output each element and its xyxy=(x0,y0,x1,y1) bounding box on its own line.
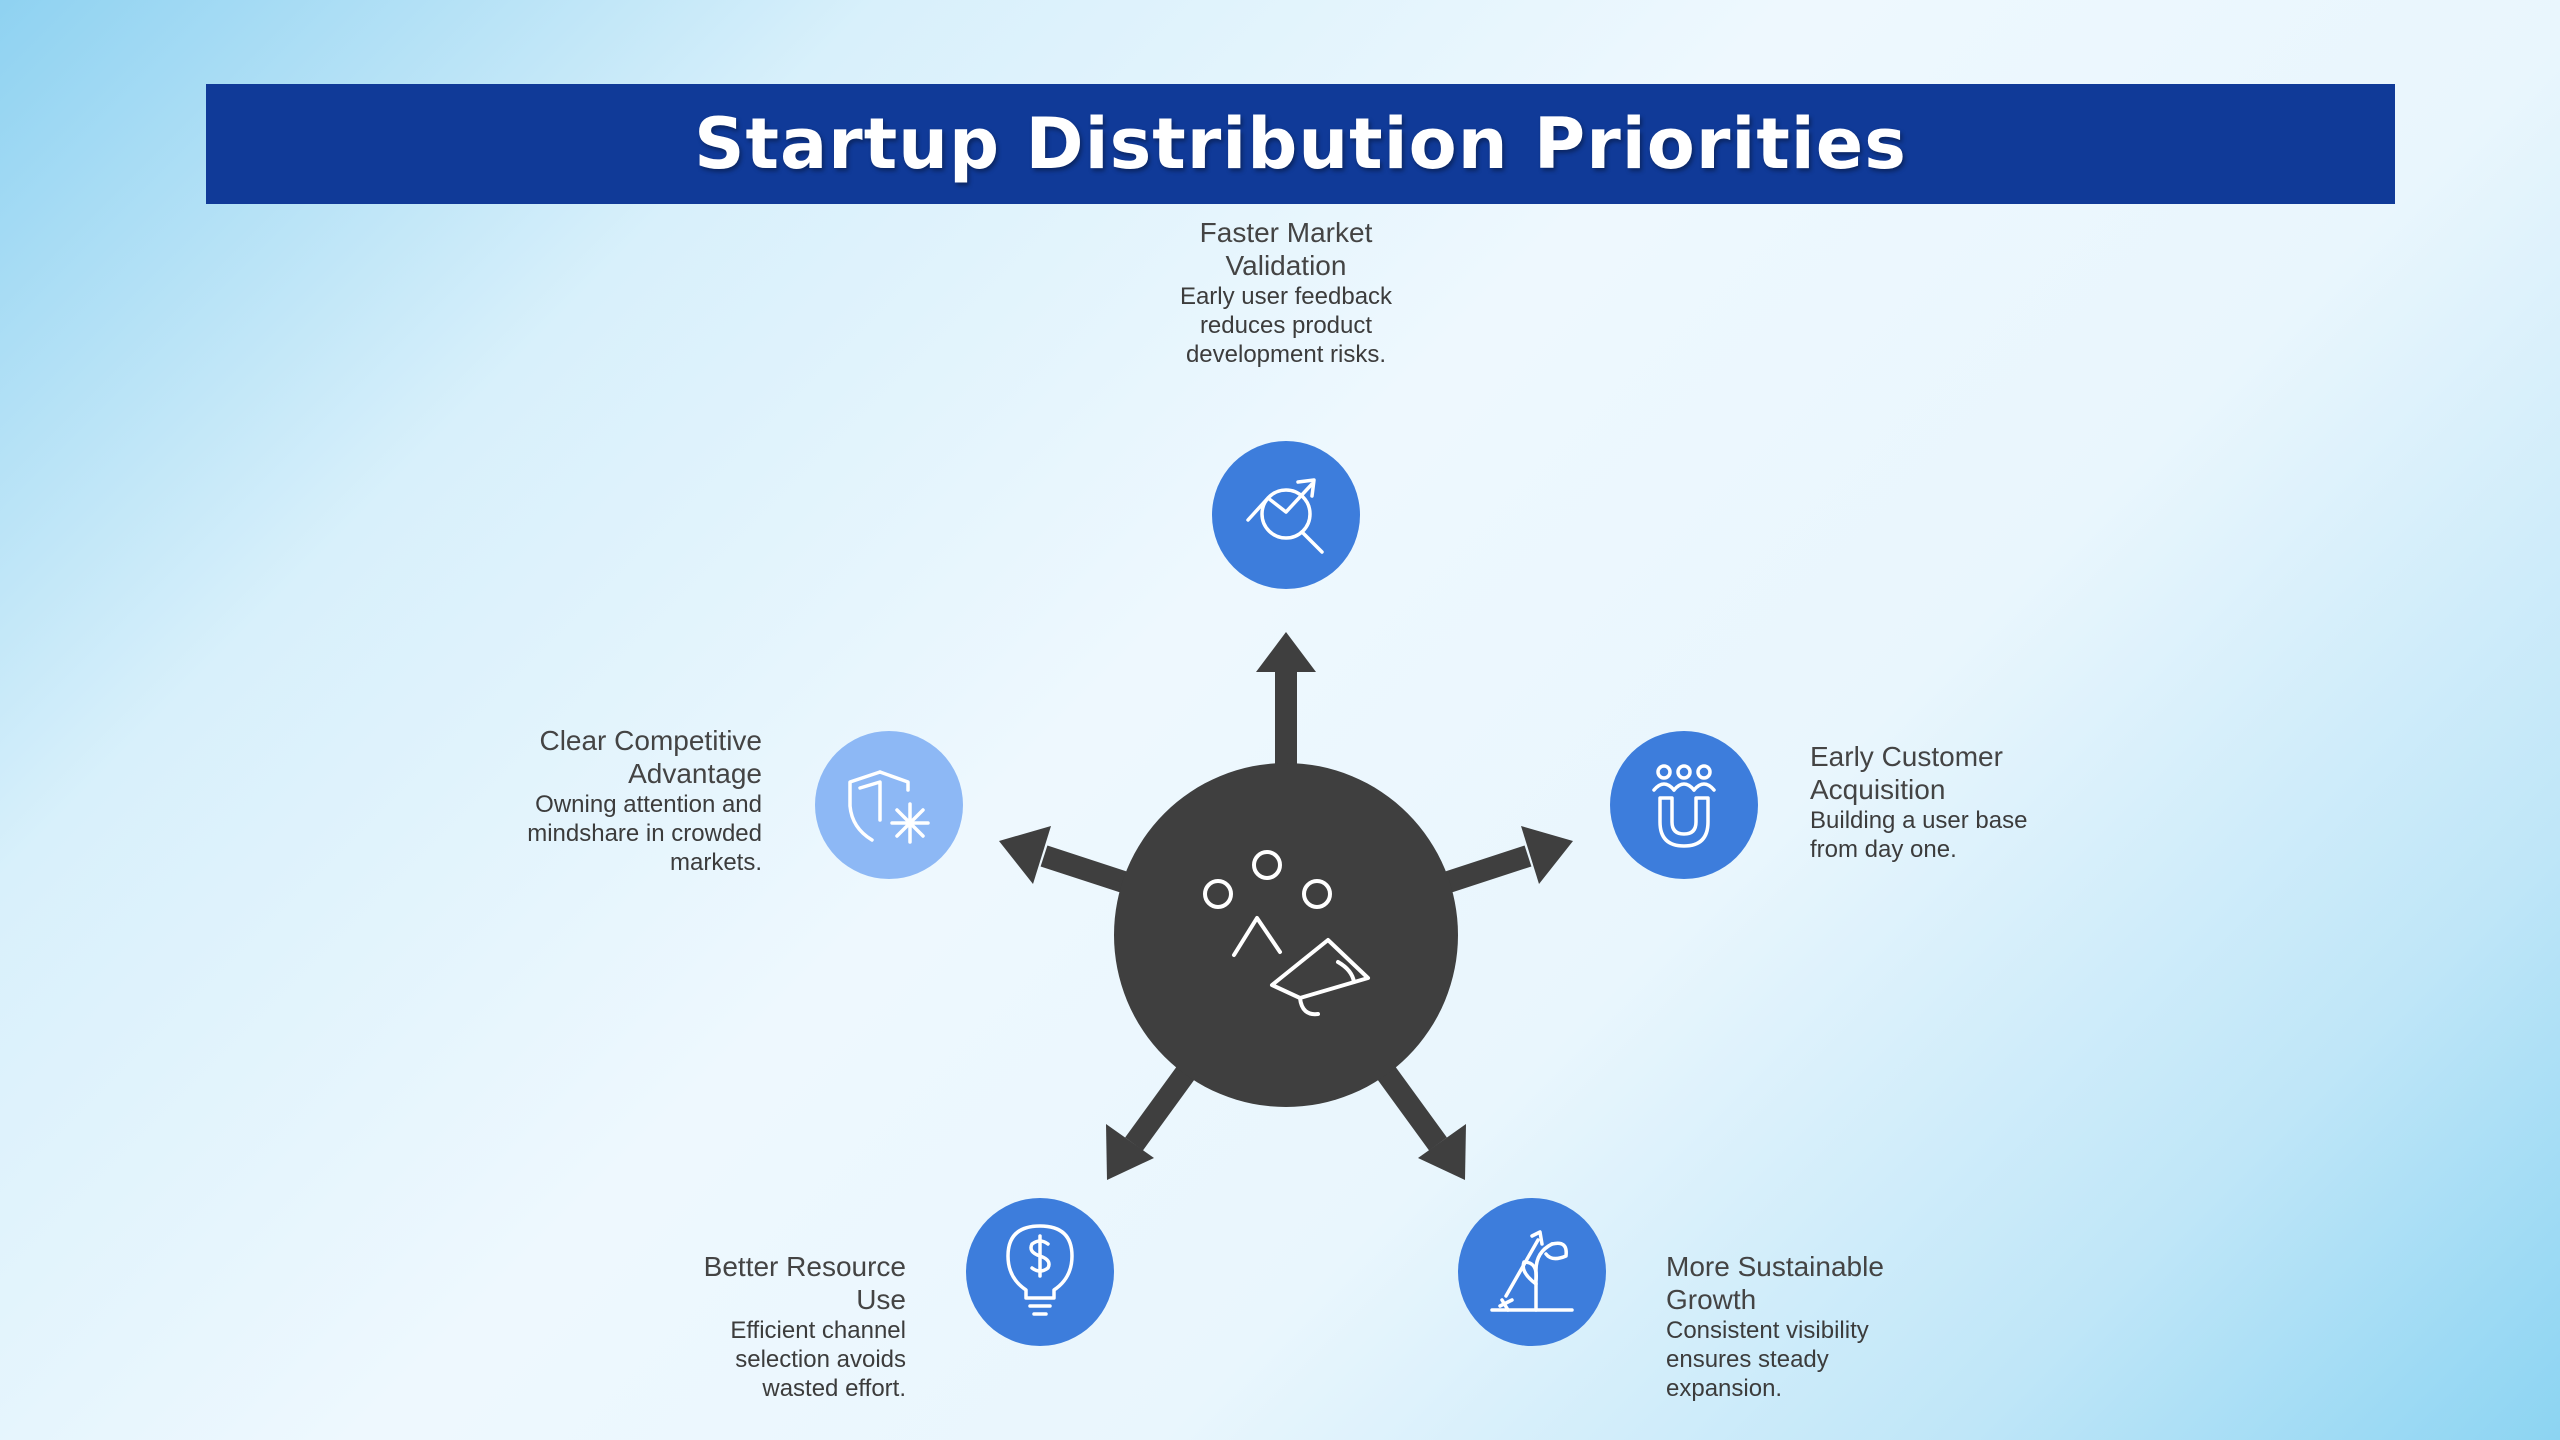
chart-magnifier-icon xyxy=(1246,478,1324,554)
label-early-customer-acquisition: Early Customer Acquisition Building a us… xyxy=(1810,740,2130,864)
shield-snowflake-icon xyxy=(848,770,930,844)
growing-plant-icon xyxy=(1490,1230,1574,1312)
page-title: Startup Distribution Priorities xyxy=(694,103,1907,185)
node-description: Building a user base from day one. xyxy=(1810,806,2130,864)
title-line: Use xyxy=(856,1284,906,1315)
node-title: More Sustainable Growth xyxy=(1666,1250,1986,1316)
title-line: Acquisition xyxy=(1810,774,1946,805)
node-description: Efficient channel selection avoids waste… xyxy=(606,1316,906,1403)
node-title: Early Customer Acquisition xyxy=(1810,740,2130,806)
node-better-resource-use xyxy=(966,1198,1114,1346)
description-line: wasted effort. xyxy=(762,1375,906,1402)
node-title: Clear Competitive Advantage xyxy=(432,724,762,790)
label-better-resource-use: Better Resource Use Efficient channel se… xyxy=(606,1250,906,1403)
label-clear-competitive-advantage: Clear Competitive Advantage Owning atten… xyxy=(432,724,762,877)
title-line: More Sustainable xyxy=(1666,1251,1884,1282)
description-line: Building a user base xyxy=(1810,807,2028,834)
node-early-customer-acquisition xyxy=(1610,731,1758,879)
center-hub xyxy=(1114,763,1458,1107)
description-line: mindshare in crowded xyxy=(527,820,762,847)
title-line: Validation xyxy=(1225,250,1347,281)
description-line: from day one. xyxy=(1810,836,1957,863)
megaphone-people-icon xyxy=(1203,850,1370,1017)
title-line: Early Customer xyxy=(1810,741,2003,772)
node-description: Consistent visibility ensures steady exp… xyxy=(1666,1316,1986,1403)
description-line: Early user feedback xyxy=(1179,283,1393,310)
description-line: reduces product xyxy=(1199,312,1373,339)
title-line: Clear Competitive xyxy=(539,725,762,756)
description-line: markets. xyxy=(669,849,762,876)
title-bar: Startup Distribution Priorities xyxy=(206,84,2395,204)
people-magnet-icon xyxy=(1652,764,1716,848)
description-line: Efficient channel xyxy=(730,1317,906,1344)
node-faster-market-validation xyxy=(1212,441,1360,589)
title-line: Faster Market xyxy=(1199,217,1373,248)
description-line: Consistent visibility xyxy=(1666,1317,1869,1344)
node-title: Better Resource Use xyxy=(606,1250,906,1316)
description-line: Owning attention and xyxy=(535,791,762,818)
title-line: Growth xyxy=(1666,1284,1757,1315)
description-line: selection avoids xyxy=(735,1346,906,1373)
node-more-sustainable-growth xyxy=(1458,1198,1606,1346)
title-line: Better Resource xyxy=(703,1251,906,1282)
label-faster-market-validation: Faster Market Validation Early user feed… xyxy=(1130,216,1442,369)
node-title: Faster Market Validation xyxy=(1130,216,1442,282)
description-line: expansion. xyxy=(1666,1375,1783,1402)
node-clear-competitive-advantage xyxy=(815,731,963,879)
node-description: Early user feedback reduces product deve… xyxy=(1130,282,1442,369)
title-line: Advantage xyxy=(628,758,762,789)
dollar-lightbulb-icon xyxy=(1006,1224,1074,1316)
description-line: ensures steady xyxy=(1666,1346,1829,1373)
label-more-sustainable-growth: More Sustainable Growth Consistent visib… xyxy=(1666,1250,1986,1403)
description-line: development risks. xyxy=(1185,341,1387,368)
node-description: Owning attention and mindshare in crowde… xyxy=(432,790,762,877)
